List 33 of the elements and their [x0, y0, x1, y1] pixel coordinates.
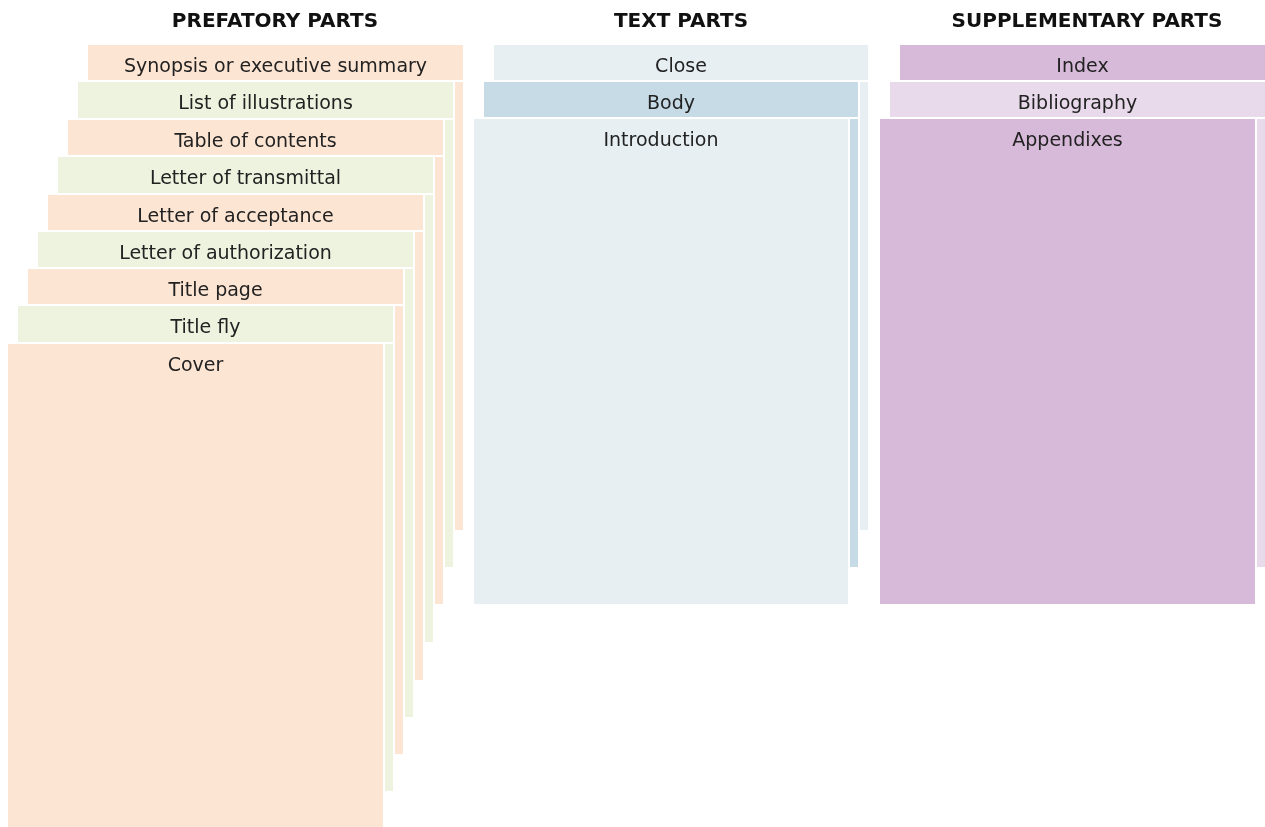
page-card [473, 118, 849, 605]
page-title: Cover [167, 353, 224, 375]
page-title: Close [655, 54, 707, 76]
page-card [87, 44, 464, 81]
column-heading: SUPPLEMENTARY PARTS [951, 8, 1223, 32]
page-card [17, 305, 394, 343]
page-title: Title fly [170, 315, 241, 337]
page-card [67, 119, 444, 156]
page-card [57, 156, 434, 194]
page-card [483, 81, 859, 118]
page-card [879, 118, 1256, 605]
page-card [493, 44, 869, 81]
page-title: Letter of authorization [119, 241, 332, 263]
page-title: Table of contents [174, 129, 337, 151]
page-card [77, 81, 454, 119]
page-card [899, 44, 1265, 81]
page-card [7, 343, 384, 827]
page-title: Synopsis or executive summary [123, 54, 428, 76]
page-title: Index [1056, 54, 1109, 76]
column-heading: TEXT PARTS [613, 8, 749, 32]
page-title: Appendixes [1012, 128, 1123, 150]
column-heading: PREFATORY PARTS [171, 8, 379, 32]
page-card [889, 81, 1265, 118]
page-title: List of illustrations [178, 91, 353, 113]
page-card [47, 194, 424, 231]
page-title: Title page [168, 278, 263, 300]
page-title: Body [647, 91, 695, 113]
page-title: Bibliography [1017, 91, 1138, 113]
page-card [37, 231, 414, 268]
page-title: Letter of acceptance [137, 204, 334, 226]
page-title: Letter of transmittal [149, 166, 342, 188]
page-title: Introduction [603, 128, 719, 150]
page-card [27, 268, 404, 305]
